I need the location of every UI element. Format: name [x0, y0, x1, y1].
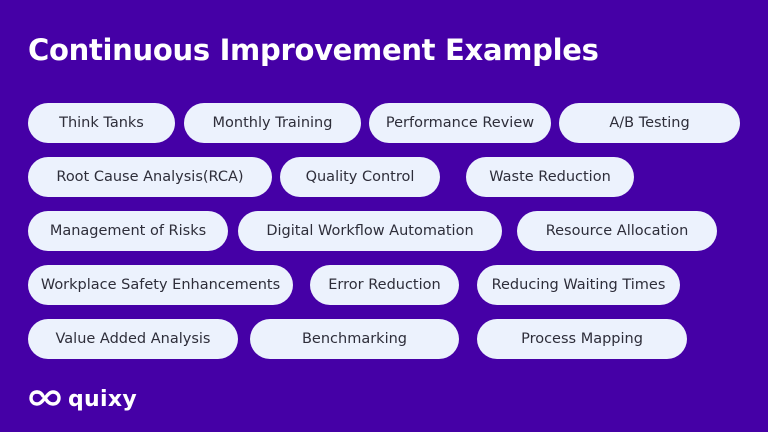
example-pill: Monthly Training	[184, 103, 361, 143]
page-title: Continuous Improvement Examples	[28, 33, 599, 67]
example-pill: Workplace Safety Enhancements	[28, 265, 293, 305]
example-pill: Root Cause Analysis(RCA)	[28, 157, 272, 197]
example-pill: Digital Workflow Automation	[238, 211, 502, 251]
example-pill: Error Reduction	[310, 265, 459, 305]
example-pill: Value Added Analysis	[28, 319, 238, 359]
example-pill: Think Tanks	[28, 103, 175, 143]
infinity-loop-icon	[28, 388, 62, 412]
example-pill: Reducing Waiting Times	[477, 265, 680, 305]
example-pill: Waste Reduction	[466, 157, 634, 197]
example-pill: Process Mapping	[477, 319, 687, 359]
brand-logo: quixy	[28, 388, 137, 412]
brand-name: quixy	[68, 387, 137, 412]
example-pill: Quality Control	[280, 157, 440, 197]
example-pill: Management of Risks	[28, 211, 228, 251]
example-pill: Resource Allocation	[517, 211, 717, 251]
example-pill: Benchmarking	[250, 319, 459, 359]
example-pill: A/B Testing	[559, 103, 740, 143]
example-pill: Performance Review	[369, 103, 551, 143]
